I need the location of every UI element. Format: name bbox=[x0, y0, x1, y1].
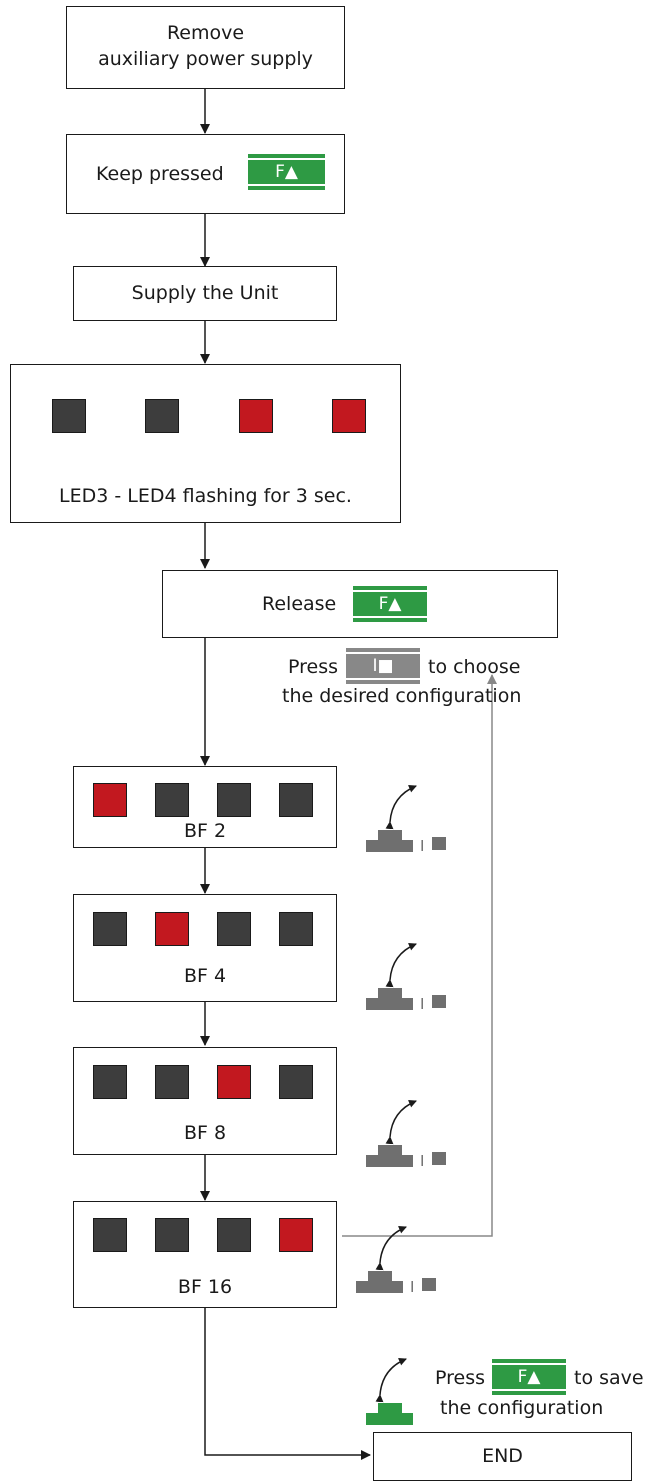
bf4-led-2 bbox=[155, 912, 189, 946]
option-bf4-label: BF 4 bbox=[183, 965, 227, 987]
svg-text:I: I bbox=[420, 837, 424, 855]
press-icon-save bbox=[366, 1358, 413, 1425]
function-key-button: F▲ bbox=[248, 158, 325, 186]
step-led-flashing-label: LED3 - LED4 flashing for 3 sec. bbox=[59, 485, 352, 507]
step-release-label: Release bbox=[262, 593, 337, 615]
bf2-led-3 bbox=[217, 783, 251, 817]
bf8-led-3 bbox=[217, 1065, 251, 1099]
option-bf8-label: BF 8 bbox=[183, 1122, 227, 1144]
svg-text:I: I bbox=[420, 995, 424, 1013]
bf16-led-2 bbox=[155, 1218, 189, 1252]
led-4 bbox=[332, 399, 366, 433]
bf2-led-2 bbox=[155, 783, 189, 817]
bf16-led-4 bbox=[279, 1218, 313, 1252]
bf4-led-4 bbox=[279, 912, 313, 946]
bf4-led-1 bbox=[93, 912, 127, 946]
bf8-led-4 bbox=[279, 1065, 313, 1099]
bf4-led-3 bbox=[217, 912, 251, 946]
save-suffix: to save bbox=[574, 1367, 644, 1389]
option-bf2-label: BF 2 bbox=[183, 820, 227, 842]
step-led-flashing bbox=[10, 364, 401, 523]
step-supply-unit bbox=[73, 266, 337, 321]
save-line2: the configuration bbox=[440, 1397, 604, 1419]
led-1 bbox=[52, 399, 86, 433]
svg-text:I: I bbox=[410, 1278, 414, 1296]
bf2-led-4 bbox=[279, 783, 313, 817]
step-remove-power-line1: Remove bbox=[166, 22, 245, 44]
step-end-label: END bbox=[482, 1445, 523, 1467]
choose-prefix: Press bbox=[288, 656, 339, 678]
led-3 bbox=[239, 399, 273, 433]
step-remove-power bbox=[66, 6, 345, 89]
svg-text:I: I bbox=[420, 1152, 424, 1170]
choose-line2: the desired configuration bbox=[282, 685, 522, 707]
bf16-led-3 bbox=[217, 1218, 251, 1252]
press-icon-bf4: I bbox=[366, 943, 446, 1013]
press-icon-bf8: I bbox=[366, 1100, 446, 1170]
option-bf16-label: BF 16 bbox=[177, 1276, 233, 1298]
save-prefix: Press bbox=[435, 1367, 486, 1389]
function-key-button-save: F▲ bbox=[492, 1363, 566, 1391]
step-remove-power-line2: auxiliary power supply bbox=[98, 48, 313, 70]
step-supply-unit-label: Supply the Unit bbox=[131, 282, 279, 304]
choose-suffix: to choose bbox=[428, 656, 521, 678]
led-2 bbox=[145, 399, 179, 433]
bf16-led-1 bbox=[93, 1218, 127, 1252]
toggle-key-button: I■ bbox=[346, 652, 420, 680]
step-keep-pressed-label: Keep pressed bbox=[96, 163, 224, 185]
press-icon-bf16: I bbox=[356, 1226, 436, 1296]
press-icon-bf2: I bbox=[366, 785, 446, 855]
arrow-to-end bbox=[204, 1308, 371, 1460]
bf2-led-1 bbox=[93, 783, 127, 817]
bf8-led-2 bbox=[155, 1065, 189, 1099]
function-key-button-release: F▲ bbox=[353, 590, 427, 618]
bf8-led-1 bbox=[93, 1065, 127, 1099]
loop-back-arrow bbox=[342, 674, 497, 1237]
